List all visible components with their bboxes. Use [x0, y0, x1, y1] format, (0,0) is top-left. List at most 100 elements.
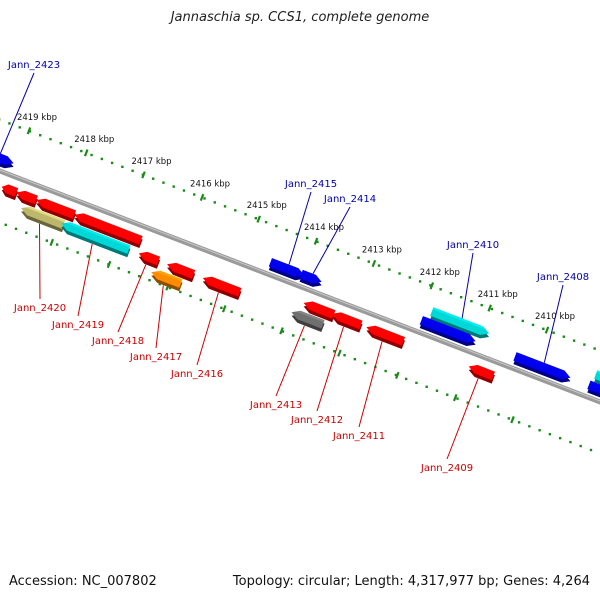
ruler-dot [425, 385, 428, 388]
kbp-tick-label: 2411 kbp [478, 290, 518, 300]
ruler-dot [322, 346, 326, 349]
gene-label[interactable]: Jann_2415 [284, 179, 337, 190]
ruler-dot [117, 267, 120, 270]
ruler-dot [158, 282, 161, 286]
ruler-tick [199, 193, 205, 202]
gene-Jann_2411[interactable] [366, 325, 405, 349]
gene-label[interactable]: Jann_2418 [91, 336, 144, 347]
ruler-tick [221, 305, 227, 313]
gene-label[interactable]: Jann_2419 [51, 320, 104, 331]
gene-Jann_2413[interactable] [291, 310, 325, 332]
gene-label[interactable]: Jann_2408 [536, 272, 589, 283]
ruler-dot [521, 319, 524, 323]
gene-highlight [271, 258, 301, 272]
gene-highlight [143, 251, 161, 259]
gene-body [151, 270, 183, 288]
ruler-dot [182, 189, 186, 192]
gene-unlabeled-18[interactable] [419, 316, 476, 346]
ruler-dot [18, 126, 21, 129]
ruler-tick [429, 282, 435, 290]
gene-highlight [422, 316, 472, 338]
ruler-dot [538, 429, 541, 432]
ruler-dot [193, 193, 196, 196]
ruler-tick [371, 259, 377, 268]
ruler-tick [452, 393, 458, 402]
gene-body [419, 316, 476, 343]
gene-Jann_2420[interactable] [21, 206, 66, 233]
gene-Jann_2415[interactable] [268, 258, 305, 281]
ruler-dot [384, 369, 387, 373]
ruler-dot [292, 334, 295, 337]
ruler-dot [45, 239, 49, 242]
ruler-dot [39, 134, 42, 137]
gene-Jann_2409[interactable] [468, 365, 495, 384]
gene-Jann_2416[interactable] [202, 276, 242, 300]
ruler-dot [138, 274, 141, 278]
gene-unlabeled-3[interactable] [36, 198, 77, 223]
gene-leader-line [461, 252, 474, 319]
gene-Jann_2419[interactable] [61, 222, 131, 258]
gene-unlabeled-13[interactable] [303, 301, 336, 323]
gene-label[interactable]: Jann_2420 [13, 303, 66, 314]
gene-highlight [371, 325, 405, 340]
gene-Jann_2408[interactable] [513, 352, 571, 383]
kbp-tick-label: 2417 kbp [132, 157, 172, 167]
ruler-dot [367, 260, 370, 263]
gene-label[interactable]: Jann_2412 [290, 415, 343, 426]
gene-unlabeled-22[interactable] [594, 370, 600, 392]
ruler-dot [497, 413, 500, 416]
ruler-tick [395, 371, 400, 380]
ruler-dot [418, 280, 422, 283]
gene-label[interactable]: Jann_2410 [446, 240, 499, 251]
ruler-dot [264, 220, 268, 224]
ruler-dot [209, 302, 213, 306]
gene-Jann_2414[interactable] [299, 269, 322, 287]
ruler-dot [275, 224, 278, 228]
ruler-dot [234, 209, 237, 212]
gene-highlight [337, 312, 363, 323]
ruler-dot [223, 205, 227, 208]
gene-body [366, 325, 405, 346]
gene-Jann_2410[interactable] [430, 307, 490, 339]
gene-label[interactable]: Jann_2417 [129, 352, 182, 363]
ruler-dot [179, 290, 182, 294]
ruler-tick [26, 127, 32, 135]
gene-highlight [0, 153, 10, 160]
gene-leader-line [77, 243, 93, 317]
gene-body [513, 352, 571, 379]
gene-unlabeled-21[interactable] [587, 380, 600, 404]
gene-unlabeled-9[interactable] [167, 262, 196, 283]
gene-label[interactable]: Jann_2416 [170, 369, 223, 380]
gene-label[interactable]: Jann_2411 [332, 431, 385, 442]
kbp-tick-label: 2419 kbp [17, 113, 57, 123]
gene-Jann_2423[interactable] [0, 148, 14, 169]
gene-label[interactable]: Jann_2409 [420, 463, 473, 474]
gene-label[interactable]: Jann_2413 [249, 400, 302, 411]
ruler-dot [168, 286, 172, 290]
gene-leader-line [0, 72, 35, 154]
ruler-dot [305, 236, 309, 240]
gene-Jann_2412[interactable] [331, 312, 363, 333]
ruler-dot [336, 248, 340, 252]
gene-Jann_2417[interactable] [151, 270, 183, 292]
gene-body [430, 307, 490, 335]
ruler-dot [250, 318, 254, 321]
ruler-dot [49, 138, 52, 141]
gene-leader-line [155, 285, 164, 349]
gene-Jann_2418[interactable] [138, 251, 161, 269]
ruler-dot [394, 373, 398, 377]
ruler-tick [487, 304, 492, 312]
gene-leader-line [288, 191, 312, 265]
gene-highlight [79, 213, 143, 239]
gene-unlabeled-1[interactable] [1, 184, 19, 201]
gene-leader-line [358, 341, 383, 428]
gene-label[interactable]: Jann_2414 [323, 194, 376, 205]
ruler-tick [337, 349, 342, 357]
gene-unlabeled-4[interactable] [74, 213, 143, 248]
ruler-dot [162, 181, 165, 184]
ruler-dot [295, 232, 299, 236]
gene-label[interactable]: Jann_2423 [7, 60, 60, 71]
gene-unlabeled-2[interactable] [16, 190, 38, 208]
